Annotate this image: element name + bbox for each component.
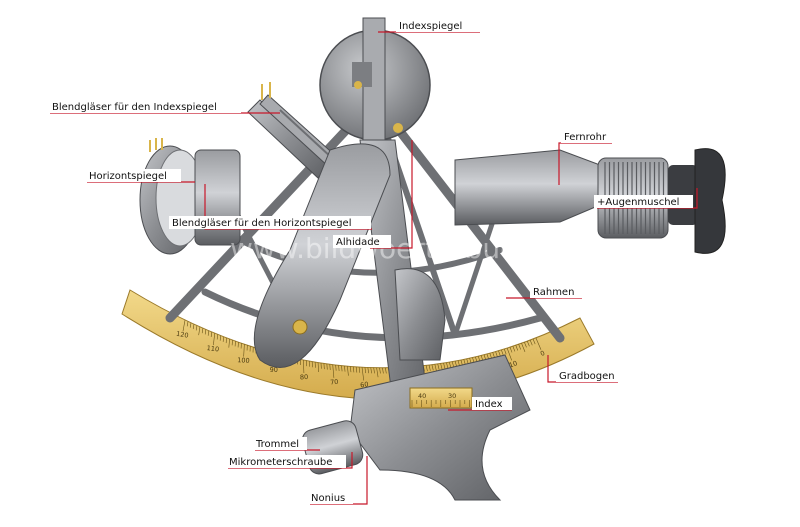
graduated-arc: 1201101009080706050403020100 bbox=[121, 289, 595, 400]
arc-number: 110 bbox=[206, 344, 219, 353]
vernier-numbers: 40 30 bbox=[411, 392, 470, 407]
arc-tick bbox=[338, 365, 340, 372]
arc-tick bbox=[210, 331, 213, 338]
arc-tick bbox=[524, 342, 527, 348]
arc-number: 100 bbox=[237, 356, 250, 365]
arc-tick bbox=[373, 367, 375, 374]
arc-tick bbox=[506, 347, 512, 361]
arc-tick bbox=[379, 367, 381, 374]
arc-tick bbox=[370, 367, 372, 374]
label-trommel: Trommel bbox=[255, 439, 299, 450]
arc-tick bbox=[498, 350, 501, 357]
label-fernrohr: Fernrohr bbox=[564, 132, 607, 143]
arc-number: 60 bbox=[360, 380, 369, 389]
arc-tick bbox=[440, 363, 443, 370]
label-augenmuschel: +Augenmuschel bbox=[597, 197, 679, 208]
label-gradbogen: Gradbogen bbox=[559, 371, 615, 382]
arc-tick bbox=[186, 321, 189, 327]
arc-number: 10 bbox=[508, 359, 519, 369]
arc-number: 90 bbox=[270, 366, 278, 374]
arc-tick bbox=[317, 362, 319, 372]
arc-tick bbox=[189, 322, 192, 328]
arc-tick bbox=[527, 341, 530, 347]
label-augenmuschel-text: Augenmuschel bbox=[605, 197, 679, 208]
arc-tick bbox=[425, 365, 428, 372]
vernier-number: 40 bbox=[418, 392, 426, 400]
arc-tick bbox=[532, 338, 536, 345]
arc-tick bbox=[361, 367, 365, 381]
arc-number: 80 bbox=[300, 373, 309, 381]
label-horizontspiegel: Horizontspiegel bbox=[89, 171, 167, 182]
arc-tick bbox=[454, 361, 457, 367]
arc-tick bbox=[201, 328, 204, 334]
arc-tick bbox=[204, 329, 207, 335]
arc-tick bbox=[443, 363, 446, 369]
arc-tick bbox=[376, 367, 379, 378]
arc-tick bbox=[349, 366, 352, 373]
label-augenmuschel-plus: + bbox=[597, 197, 605, 208]
horizon-mirror bbox=[139, 138, 241, 255]
arc-tick bbox=[515, 345, 519, 351]
arc-tick bbox=[355, 366, 358, 373]
arc-tick bbox=[364, 367, 367, 374]
arc-tick bbox=[521, 343, 526, 352]
arc-number: 0 bbox=[539, 349, 546, 358]
label-alhidade: Alhidade bbox=[336, 237, 380, 248]
arc-tick bbox=[437, 363, 440, 370]
alidade bbox=[253, 139, 446, 421]
arc-tick bbox=[222, 336, 224, 342]
arc-number: 120 bbox=[176, 330, 190, 340]
label-blendglaeser-index: Blendgläser für den Indexspiegel bbox=[52, 102, 217, 113]
arc-tick bbox=[213, 333, 216, 346]
label-rahmen: Rahmen bbox=[533, 287, 574, 298]
arc-tick bbox=[198, 326, 201, 336]
label-nonius: Nonius bbox=[311, 493, 345, 504]
arc-tick bbox=[358, 367, 361, 373]
arc-tick bbox=[529, 339, 533, 346]
arc-tick bbox=[518, 344, 521, 350]
vernier-number: 30 bbox=[448, 392, 456, 400]
arc-tick bbox=[512, 346, 516, 352]
arc-tick bbox=[243, 344, 245, 357]
arc-tick bbox=[509, 347, 513, 353]
arc-tick bbox=[451, 361, 455, 368]
label-blendglaeser-horizont: Blendgläser für den Horizontspiegel bbox=[172, 218, 351, 229]
label-mikrometerschraube: Mikrometerschraube bbox=[229, 457, 332, 468]
arc-tick bbox=[182, 319, 186, 332]
arc-tick bbox=[495, 351, 498, 358]
arc-tick bbox=[341, 365, 343, 372]
watermark: www.bildwoerterbuch.com bbox=[230, 232, 602, 265]
arc-tick bbox=[431, 364, 434, 371]
arc-tick bbox=[192, 324, 195, 330]
index-mirror bbox=[319, 17, 431, 144]
arc-tick bbox=[347, 366, 349, 376]
index-plate: 40 30 bbox=[349, 354, 531, 501]
arc-tick bbox=[219, 335, 221, 341]
arc-tick bbox=[367, 367, 369, 374]
arc-tick bbox=[216, 334, 219, 340]
arc-tick bbox=[503, 348, 507, 355]
arc-tick bbox=[382, 367, 384, 374]
arc-tick bbox=[335, 365, 337, 371]
arc-tick bbox=[228, 338, 230, 348]
arc-tick bbox=[344, 365, 346, 372]
arc-tick bbox=[352, 366, 355, 373]
arc-tick bbox=[207, 330, 210, 336]
arc-tick bbox=[303, 359, 305, 373]
arc-number: 70 bbox=[330, 378, 339, 387]
arc-tick bbox=[332, 364, 335, 378]
label-indexspiegel: Indexspiegel bbox=[399, 21, 462, 32]
arc-tick bbox=[428, 364, 431, 371]
arc-tick bbox=[446, 362, 449, 369]
arc-tick bbox=[535, 337, 542, 350]
label-index: Index bbox=[475, 399, 503, 410]
arc-tick bbox=[195, 325, 198, 331]
arc-tick bbox=[501, 349, 504, 356]
arc-tick bbox=[385, 367, 387, 374]
